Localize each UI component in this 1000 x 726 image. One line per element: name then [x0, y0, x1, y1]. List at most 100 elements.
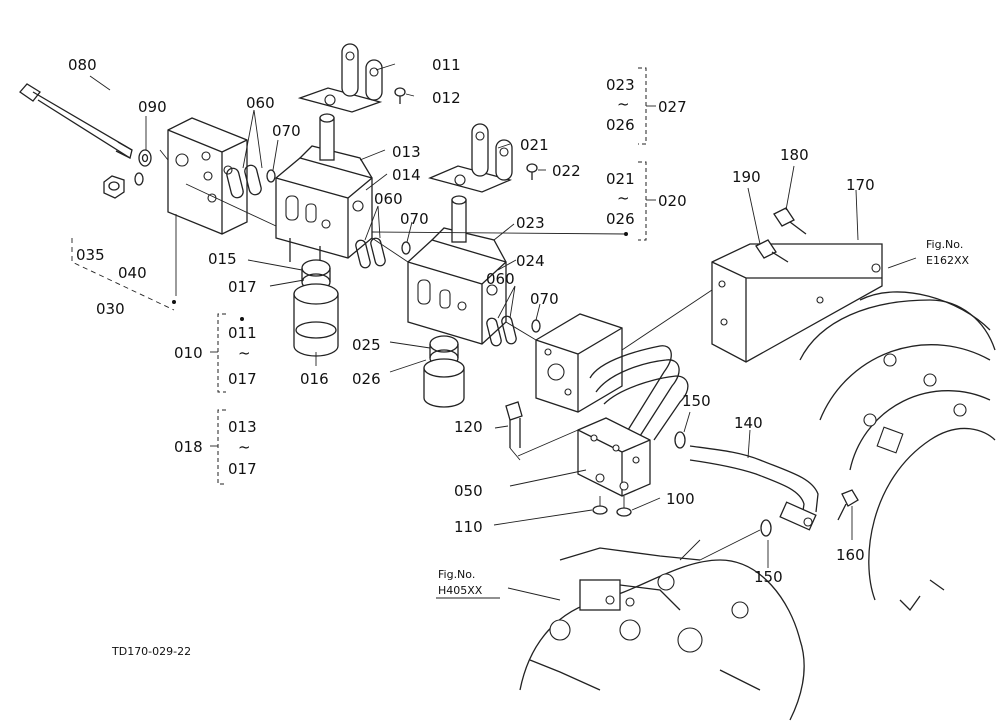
callout-070-a: 070: [272, 122, 301, 140]
valve-section-1: [275, 145, 373, 266]
group-020-to: 026: [606, 210, 635, 228]
oring-060-set-a: [226, 164, 276, 199]
spool-stem-2: [451, 195, 467, 243]
group-018-label: 018: [174, 438, 203, 456]
callout-035: 035: [76, 246, 105, 264]
group-010-label: 010: [174, 344, 203, 362]
bolt-080: [19, 83, 133, 159]
oring-040: [134, 172, 144, 186]
callout-026: 026: [352, 370, 381, 388]
callout-160: 160: [836, 546, 865, 564]
group-020-label: 020: [658, 192, 687, 210]
callout-070-b: 070: [400, 210, 429, 228]
callout-021: 021: [520, 136, 549, 154]
group-027-to: 026: [606, 116, 635, 134]
fig-ref-right-number: E162XX: [926, 254, 969, 267]
bolt-180: [773, 207, 807, 235]
bolt-190: [755, 239, 789, 263]
callout-040: 040: [118, 264, 147, 282]
callout-140: 140: [734, 414, 763, 432]
callout-016: 016: [300, 370, 329, 388]
valve-section-2: [407, 227, 507, 345]
callout-017: 017: [228, 278, 257, 296]
group-020-from: 021: [606, 170, 635, 188]
washer-090: [138, 149, 152, 167]
callout-012: 012: [432, 89, 461, 107]
callout-060-b: 060: [374, 190, 403, 208]
group-018-from: 013: [228, 418, 257, 436]
callout-050: 050: [454, 482, 483, 500]
spool-stem-1: [319, 113, 335, 161]
figure-ref-e162: Fig.No. E162XX: [926, 238, 969, 267]
group-027-label: 027: [658, 98, 687, 116]
hydraulic-housing-h405: [519, 547, 805, 721]
callout-150-b: 150: [754, 568, 783, 586]
callout-110: 110: [454, 518, 483, 536]
fig-ref-right-title: Fig.No.: [926, 238, 963, 251]
dot-010: [240, 317, 244, 321]
bolt-120: [505, 401, 523, 448]
callout-080: 080: [68, 56, 97, 74]
group-018: 013 ~ 017 018: [174, 418, 257, 478]
group-020: 021 ~ 026 020: [606, 170, 687, 228]
orings-100-110: [592, 505, 632, 517]
callout-025: 025: [352, 336, 381, 354]
cap-026: [423, 358, 465, 408]
group-018-sep: ~: [238, 438, 251, 456]
callout-022: 022: [552, 162, 581, 180]
callout-015: 015: [208, 250, 237, 268]
callout-024: 024: [516, 252, 545, 270]
group-010: 011 ~ 017 010: [174, 324, 257, 388]
group-bracket-010: [210, 313, 226, 393]
figure-ref-h405: Fig.No. H405XX: [436, 568, 500, 599]
bolt-160: [837, 489, 859, 521]
end-plate: [167, 117, 248, 235]
group-010-sep: ~: [238, 344, 251, 362]
callout-090: 090: [138, 98, 167, 116]
pipe-pair: [589, 345, 689, 441]
callout-150-a: 150: [682, 392, 711, 410]
callout-013: 013: [392, 143, 421, 161]
figure-code: TD170-029-22: [111, 645, 191, 658]
callout-170: 170: [846, 176, 875, 194]
bracket-021: [428, 123, 513, 193]
callout-180: 180: [780, 146, 809, 164]
dot-020: [624, 232, 628, 236]
callout-030: 030: [96, 300, 125, 318]
screw-022: [526, 163, 538, 180]
group-bracket-027: [638, 67, 656, 145]
group-bracket-020: [638, 161, 656, 241]
callout-120: 120: [454, 418, 483, 436]
callout-060-a: 060: [246, 94, 275, 112]
group-010-to: 017: [228, 370, 257, 388]
cap-016: [293, 283, 339, 357]
bracket-170: [711, 243, 883, 363]
group-018-to: 017: [228, 460, 257, 478]
group-027-from: 023: [606, 76, 635, 94]
group-027-sep: ~: [617, 95, 630, 113]
callout-011: 011: [432, 56, 461, 74]
oring-060-set-c: [486, 315, 541, 347]
callout-023: 023: [516, 214, 545, 232]
group-010-from: 011: [228, 324, 257, 342]
group-020-sep: ~: [617, 189, 630, 207]
group-bracket-030: [71, 238, 175, 311]
group-bracket-018: [210, 409, 226, 485]
bracket-011: [297, 43, 383, 113]
oring-150-lower: [760, 519, 772, 537]
tube-140: [689, 445, 819, 531]
screw-012: [394, 87, 406, 104]
callout-070-c: 070: [530, 290, 559, 308]
callout-014: 014: [392, 166, 421, 184]
group-027: 023 ~ 026 027: [606, 76, 687, 134]
oring-150-upper: [674, 431, 686, 449]
oring-060-set-b: [355, 237, 411, 269]
dot-030: [172, 300, 176, 304]
fig-ref-left-title: Fig.No.: [438, 568, 475, 581]
callout-100: 100: [666, 490, 695, 508]
spool-end-025: [429, 335, 459, 367]
leader-lines: [89, 63, 917, 601]
outlet-block: [535, 313, 623, 413]
adapter-block-050: [577, 417, 651, 497]
